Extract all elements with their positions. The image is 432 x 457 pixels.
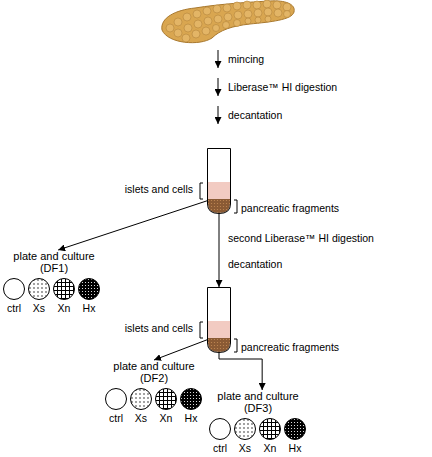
bracket [200, 322, 203, 338]
flow-arrow [58, 201, 207, 250]
bracket [200, 183, 203, 199]
culture-well: Xs [28, 278, 50, 300]
condition-label: Xs [122, 412, 160, 424]
condition-label: Xs [20, 302, 58, 314]
culture-well: Xs [234, 418, 256, 440]
well-outline [105, 388, 127, 410]
tube-wall [208, 149, 231, 214]
step-label: plate and culture (DF2) [102, 360, 206, 384]
culture-well: Hx [180, 388, 202, 410]
step-arrow [218, 106, 219, 124]
well-outline [130, 388, 152, 410]
bracket [234, 200, 237, 213]
step-label: second Liberase™ HI digestion [228, 232, 374, 244]
condition-label: ctrl [201, 442, 239, 454]
well-circle [4, 279, 25, 300]
condition-label: Xs [226, 442, 264, 454]
well-outline [3, 278, 25, 300]
culture-well: ctrl [209, 418, 231, 440]
pancreas-outline [162, 1, 294, 43]
layer-label: pancreatic fragments [241, 341, 339, 353]
well-circle [79, 279, 100, 300]
condition-label: Xn [251, 442, 289, 454]
flow-arrow [219, 214, 220, 287]
condition-label: Hx [70, 302, 108, 314]
well-outline [78, 278, 100, 300]
culture-group: ctrlXsXnHxplate and culture (DF3) [206, 390, 310, 456]
process-arrows [218, 50, 219, 124]
step-label: decantation [228, 109, 282, 121]
centrifuge-tube: islets and cellspancreatic fragments [207, 148, 231, 214]
centrifuge-tube: islets and cellspancreatic fragments [207, 287, 231, 353]
well-circle [29, 279, 50, 300]
step-arrow [218, 78, 219, 96]
condition-label: ctrl [97, 412, 135, 424]
culture-well: Hx [78, 278, 100, 300]
condition-label: Xn [45, 302, 83, 314]
well-outline [155, 388, 177, 410]
culture-well: Xn [155, 388, 177, 410]
layer-label: islets and cells [125, 183, 193, 195]
well-circle [260, 419, 281, 440]
fragment-pellet [208, 199, 230, 213]
layer-label: islets and cells [125, 322, 193, 334]
culture-group: ctrlXsXnHxplate and culture (DF1) [2, 250, 106, 316]
well-outline [53, 278, 75, 300]
islet-layer [208, 182, 230, 200]
culture-group: ctrlXsXnHxplate and culture (DF2) [102, 360, 206, 426]
step-label: plate and culture (DF3) [206, 390, 310, 414]
well-outline [259, 418, 281, 440]
step-label: mincing [228, 53, 264, 65]
culture-well: Xn [259, 418, 281, 440]
pancreas-illustration [162, 0, 294, 43]
tube-outline [207, 287, 231, 353]
condition-label: Xn [147, 412, 185, 424]
culture-well: Hx [284, 418, 306, 440]
well-outline [28, 278, 50, 300]
layer-label: pancreatic fragments [241, 202, 339, 214]
well-circle [54, 279, 75, 300]
culture-well: Xn [53, 278, 75, 300]
well-circle [210, 419, 231, 440]
tube-outline [207, 148, 231, 214]
step-label: Liberase™ HI digestion [228, 81, 337, 93]
condition-label: Hx [172, 412, 210, 424]
flow-arrow [219, 353, 262, 390]
well-circle [235, 419, 256, 440]
step-arrow [218, 50, 219, 68]
culture-well: ctrl [105, 388, 127, 410]
bracket [234, 339, 237, 352]
well-outline [180, 388, 202, 410]
well-outline [284, 418, 306, 440]
well-outline [209, 418, 231, 440]
well-circle [131, 389, 152, 410]
flow-arrow [154, 340, 207, 360]
pancreas-lobules [166, 0, 291, 42]
culture-well: Xs [130, 388, 152, 410]
islet-layer [208, 321, 230, 339]
culture-well: ctrl [3, 278, 25, 300]
well-outline [234, 418, 256, 440]
step-label: decantation [228, 258, 282, 270]
fragment-pellet [208, 338, 230, 352]
well-circle [285, 419, 306, 440]
well-circle [156, 389, 177, 410]
step-label: plate and culture (DF1) [2, 250, 106, 274]
well-circle [181, 389, 202, 410]
well-circle [106, 389, 127, 410]
tube-wall [208, 288, 231, 353]
condition-label: Hx [276, 442, 314, 454]
condition-label: ctrl [0, 302, 33, 314]
